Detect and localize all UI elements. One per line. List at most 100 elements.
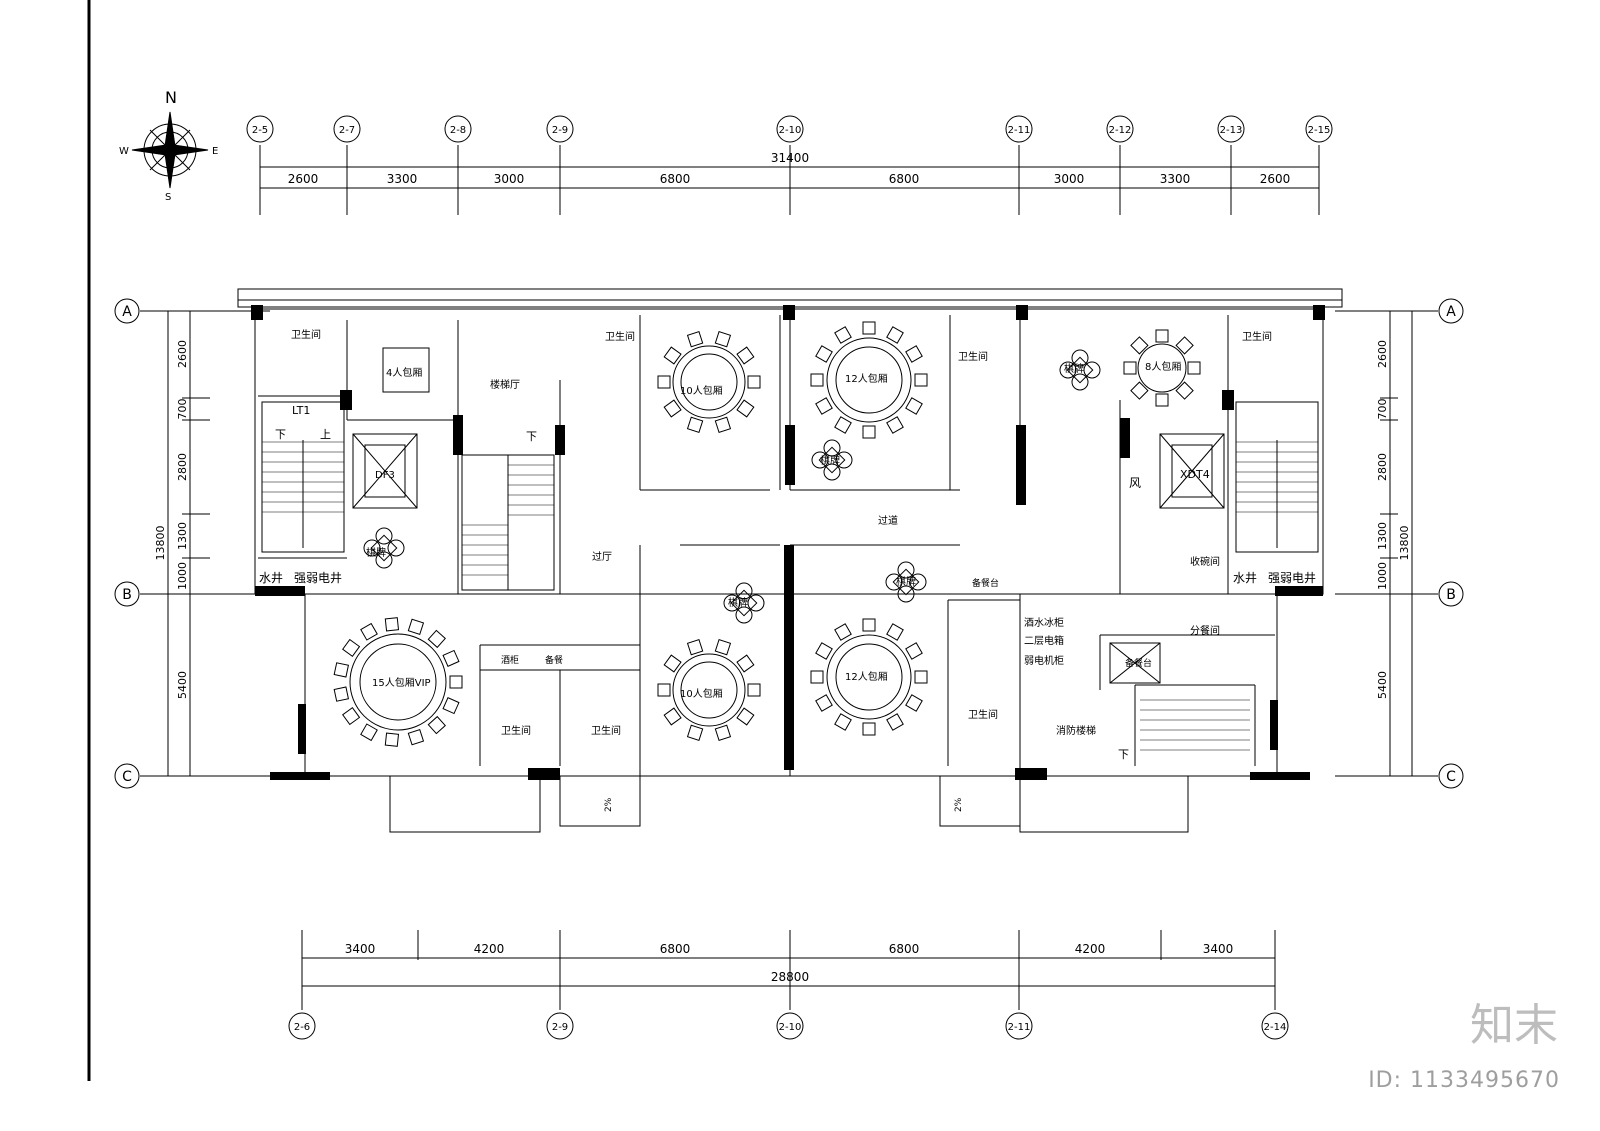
room-label-water-shaft: 水井 xyxy=(1233,571,1257,585)
chair xyxy=(815,397,833,415)
chair xyxy=(360,622,378,641)
chair xyxy=(442,697,460,715)
chair xyxy=(862,321,876,335)
chair xyxy=(686,416,704,433)
chair xyxy=(736,399,755,418)
dimension: 3300 xyxy=(1160,172,1191,186)
room-label-water-shaft: 水井 xyxy=(259,571,283,585)
chair xyxy=(1130,336,1149,355)
chair xyxy=(1175,336,1194,355)
chair xyxy=(663,654,682,673)
room-label-wc: 卫生间 xyxy=(501,724,531,737)
dimension: 4200 xyxy=(1075,942,1106,956)
room-label-corridor: 过道 xyxy=(878,514,898,527)
dimension: 700 xyxy=(1376,399,1389,420)
dimension: 6800 xyxy=(889,172,920,186)
chair xyxy=(407,729,425,746)
row-axis-a: A xyxy=(1446,304,1456,320)
row-axis-a: A xyxy=(122,304,132,320)
dimension: 1300 xyxy=(1376,522,1389,550)
chair xyxy=(663,707,682,726)
chair xyxy=(815,642,833,660)
watermark-logo: 知末 xyxy=(1470,1000,1558,1051)
chair xyxy=(834,623,852,641)
chair xyxy=(862,618,876,632)
room-label-wc: 卫生间 xyxy=(605,330,635,343)
room-label-wc: 卫生间 xyxy=(591,724,621,737)
axis-label: 2-11 xyxy=(1008,1022,1031,1033)
chair xyxy=(736,346,755,365)
room-label-8p: 8人包厢 xyxy=(1145,360,1181,373)
chair xyxy=(1155,329,1169,343)
dimension: 2800 xyxy=(1376,453,1389,481)
room-label-12p: 12人包厢 xyxy=(845,670,888,683)
chair xyxy=(1155,393,1169,407)
chair xyxy=(914,373,928,387)
room-label-service: 备餐台 xyxy=(972,577,999,589)
dimension: 3400 xyxy=(1203,942,1234,956)
room-label-stair-hall: 楼梯厅 xyxy=(490,378,520,391)
elevator-df3 xyxy=(352,433,418,509)
elevator-service xyxy=(1109,642,1161,684)
stair-right xyxy=(1235,401,1319,553)
room-label-serving: 分餐间 xyxy=(1190,624,1220,637)
room-label-15p-vip: 15人包厢VIP xyxy=(372,676,431,689)
chair xyxy=(747,375,761,389)
dimension: 1300 xyxy=(176,522,189,550)
dimension: 3000 xyxy=(1054,172,1085,186)
chair xyxy=(862,425,876,439)
axis-label: 2-11 xyxy=(1008,125,1031,136)
room-label-cabinet: 弱电机柜 xyxy=(1024,654,1064,667)
chair xyxy=(736,707,755,726)
dimension-total: 13800 xyxy=(154,526,167,561)
room-label-12p: 12人包厢 xyxy=(845,372,888,385)
chair xyxy=(886,713,904,731)
room-label-hall: 过厅 xyxy=(592,550,612,563)
room-label-lt1: LT1 xyxy=(292,404,310,417)
stair-lt1 xyxy=(261,401,345,553)
stair-fire xyxy=(1140,699,1250,751)
chair xyxy=(360,723,378,742)
chair xyxy=(442,649,460,667)
chair xyxy=(663,346,682,365)
dimension: 1000 xyxy=(1376,562,1389,590)
row-axis-c: C xyxy=(122,769,132,785)
axis-label: 2-15 xyxy=(1308,125,1331,136)
dimension-total: 28800 xyxy=(771,970,809,984)
room-label-chess: 棋牌 xyxy=(366,546,386,559)
chair xyxy=(714,724,732,741)
axis-label: 2-14 xyxy=(1264,1022,1287,1033)
chair xyxy=(810,670,824,684)
dimension: 700 xyxy=(176,399,189,420)
axis-label: 2-10 xyxy=(779,1022,802,1033)
dimension-total: 31400 xyxy=(771,151,809,165)
room-label-wc: 卫生间 xyxy=(968,708,998,721)
chair xyxy=(1123,361,1137,375)
compass-n: N xyxy=(165,88,177,107)
stair-down: 下 xyxy=(1118,748,1129,761)
axis-label: 2-13 xyxy=(1220,125,1243,136)
chair xyxy=(914,670,928,684)
dimension: 1000 xyxy=(176,562,189,590)
compass-w: W xyxy=(119,146,129,157)
room-label-chess: 棋牌 xyxy=(1064,362,1084,375)
chair xyxy=(427,629,446,649)
row-axis-b: B xyxy=(1446,587,1456,603)
room-label-df3: DF3 xyxy=(375,470,395,481)
room-label-wc: 卫生间 xyxy=(1242,330,1272,343)
chair xyxy=(686,724,704,741)
dimension: 2600 xyxy=(1376,340,1389,368)
dining-tables xyxy=(349,337,1187,731)
dimension: 2600 xyxy=(176,340,189,368)
chair xyxy=(333,662,350,678)
chair xyxy=(834,326,852,344)
row-axis-c: C xyxy=(1446,769,1456,785)
room-label-10p: 10人包厢 xyxy=(680,384,723,397)
chair xyxy=(342,707,361,726)
dimension: 2600 xyxy=(1260,172,1291,186)
chair xyxy=(407,618,425,635)
chair xyxy=(886,623,904,641)
room-label-chess: 棋牌 xyxy=(728,596,748,609)
room-label-wc: 卫生间 xyxy=(958,350,988,363)
